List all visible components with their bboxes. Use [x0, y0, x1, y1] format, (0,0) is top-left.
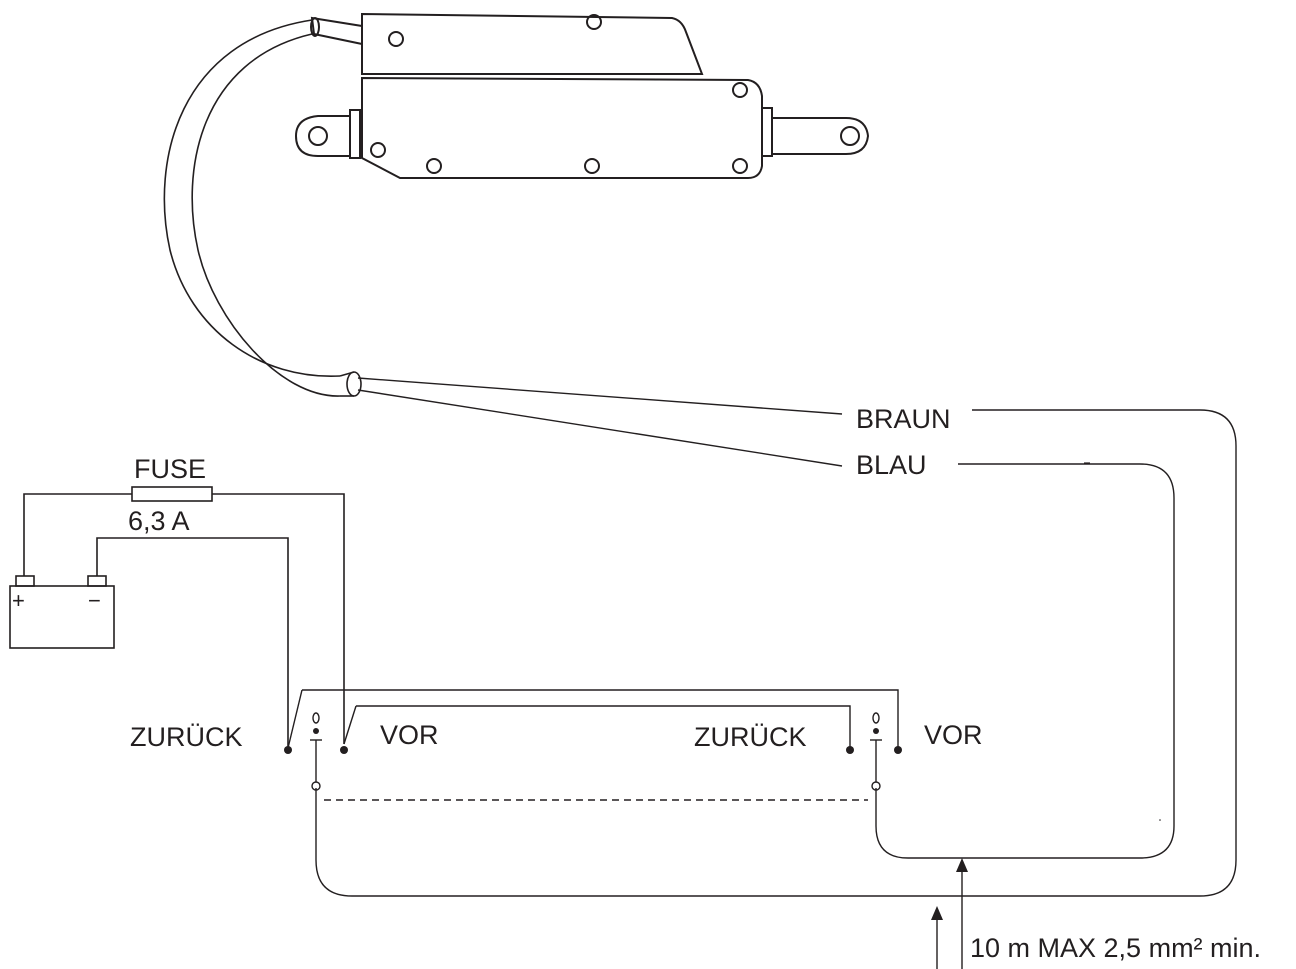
battery-terminal-plus — [15, 575, 35, 587]
screw — [370, 142, 386, 158]
cable-spec-arrows — [931, 858, 968, 969]
blue-lead — [357, 389, 843, 467]
stray-mark — [1159, 819, 1161, 821]
switch-1-forward-contact — [340, 746, 348, 754]
switch-1-pivot-dot — [313, 728, 319, 734]
blue-wire-label: BLAU — [856, 450, 927, 480]
positive-wire-after-fuse — [212, 493, 345, 744]
cable-sleeve-end — [346, 371, 362, 397]
switch-2-forward-label: VOR — [924, 720, 983, 750]
switch-1-pivot-top — [312, 712, 320, 724]
battery-plus-label: + — [12, 588, 25, 613]
screw — [584, 158, 600, 174]
actuator-rear-clevis — [294, 115, 350, 157]
switch-1 — [284, 689, 357, 791]
actuator-cable — [163, 19, 362, 397]
linear-actuator — [294, 12, 870, 179]
screw — [426, 158, 442, 174]
switch-1-back-contact — [284, 746, 292, 754]
screw — [388, 31, 404, 47]
cable-spec-label: 10 m MAX 2,5 mm² min. — [970, 933, 1261, 963]
brown-wire — [315, 409, 1237, 897]
actuator-right-mount — [761, 107, 773, 157]
actuator-left-mount — [349, 109, 361, 159]
blue-wire — [875, 463, 1175, 859]
actuator-rod — [772, 117, 870, 155]
cable-gland — [310, 16, 363, 46]
switch-1-forward-label: VOR — [380, 720, 439, 750]
actuator-motor-housing — [361, 12, 704, 75]
actuator-rear-eye — [308, 126, 328, 146]
supply-wires — [23, 493, 345, 748]
brown-wire-label: BRAUN — [856, 404, 951, 434]
brown-lead — [357, 377, 843, 415]
screw — [732, 158, 748, 174]
fuse-rating-label: 6,3 A — [128, 506, 190, 536]
negative-wire — [96, 537, 289, 748]
lead-wires — [357, 377, 843, 467]
arrow-up-icon — [931, 906, 943, 920]
battery-body — [9, 585, 115, 649]
switch-1-common-terminal — [311, 781, 321, 791]
screw — [732, 82, 748, 98]
cable-gland-end — [310, 17, 320, 37]
back-contacts-link — [302, 689, 899, 750]
fuse-label: FUSE — [134, 454, 206, 484]
switch-2-back-label: ZURÜCK — [694, 722, 807, 752]
battery-terminal-minus — [87, 575, 107, 587]
arrow-up-icon — [956, 858, 968, 872]
fuse — [131, 486, 213, 502]
switch-2-pivot-top — [872, 712, 880, 724]
switch-2-pivot-dot — [873, 728, 879, 734]
battery-minus-label: − — [88, 588, 101, 613]
switch-2 — [846, 712, 902, 791]
switch-2-common-terminal — [871, 781, 881, 791]
switch-1-back-label: ZURÜCK — [130, 722, 243, 752]
switch-cross-wires — [302, 689, 899, 750]
actuator-rod-eye — [840, 126, 860, 146]
actuator-body — [361, 76, 763, 179]
screw — [586, 14, 602, 30]
positive-wire — [23, 493, 132, 576]
forward-contacts-link — [356, 705, 851, 750]
